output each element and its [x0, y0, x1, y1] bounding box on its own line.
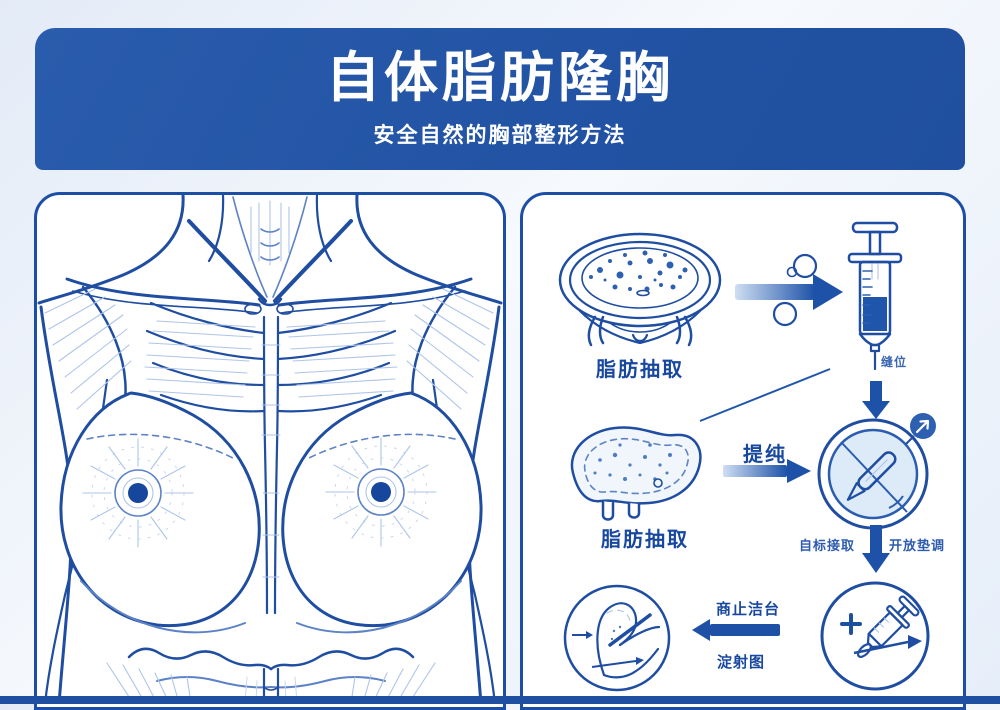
injection-label: 淀射图 [716, 654, 765, 671]
open-label: 开放垫调 [888, 538, 945, 553]
page-subtitle: 安全自然的胸部整形方法 [373, 123, 627, 147]
injection-circle-icon [820, 581, 930, 691]
breast-injection-icon [563, 584, 671, 692]
processing-circle-icon [817, 413, 936, 530]
fat-tissue-dots [593, 443, 672, 481]
combine-label: 商止洁台 [715, 601, 780, 618]
procedure-flow-panel: 脂肪抽取 缝位 [520, 192, 966, 710]
page-title: 自体脂肪隆胸 [326, 48, 674, 109]
arrow-down-2 [862, 525, 890, 573]
plus-icon [840, 613, 862, 635]
fat-cells-dots [589, 250, 688, 292]
syringe-caption: 缝位 [881, 355, 908, 369]
direction-arrow [908, 635, 922, 649]
step1-label: 脂肪抽取 [596, 359, 684, 381]
fat-dish-icon [558, 232, 722, 347]
diagonal-connector-line [699, 368, 831, 422]
syringe-icon [847, 221, 903, 371]
transfer-arrow [735, 253, 843, 327]
right-nipple [371, 482, 391, 502]
arrow-down-1 [862, 381, 890, 419]
step2-label: 脂肪抽取 [601, 529, 689, 551]
chest-anatomy-illustration [37, 195, 503, 704]
left-nipple [128, 483, 148, 503]
purify-label: 提纯 [743, 444, 787, 466]
injection-syringe-icon [857, 595, 920, 658]
anatomy-panel [34, 192, 506, 710]
header-banner: 自体脂肪隆胸 安全自然的胸部整形方法 [35, 28, 965, 170]
cannula-instrument [846, 451, 897, 501]
fat-tissue-icon [570, 426, 702, 521]
external-arrow-icon [915, 419, 930, 434]
purify-arrow [723, 459, 811, 483]
harvest-label: 自标接取 [798, 538, 855, 553]
footer-bar [0, 696, 1000, 704]
arrow-left [692, 619, 780, 641]
